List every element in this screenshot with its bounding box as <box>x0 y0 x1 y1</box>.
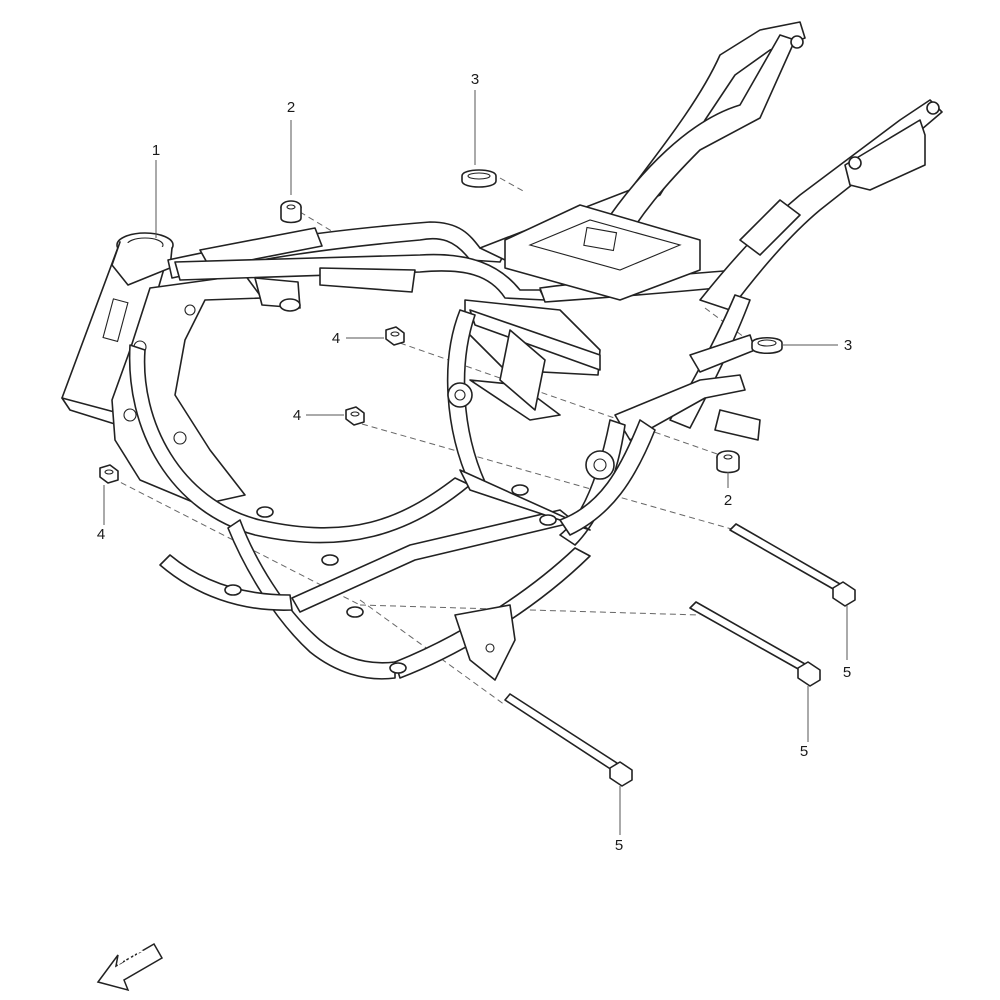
callout-5-bottom: 5 <box>614 837 624 854</box>
callout-2-lower: 2 <box>723 492 733 509</box>
callout-4-left: 4 <box>96 526 106 543</box>
rear-subframe <box>479 21 943 441</box>
callout-4-middle: 4 <box>292 407 302 424</box>
callout-5-right: 5 <box>842 664 852 681</box>
callout-2-upper: 2 <box>286 99 296 116</box>
forward-arrow-icon <box>96 942 164 992</box>
bolt-part-5 <box>504 523 856 787</box>
down-tubes <box>128 309 656 681</box>
callout-5-middle: 5 <box>799 743 809 760</box>
callout-leaders <box>103 90 848 835</box>
callout-1: 1 <box>151 142 161 159</box>
callout-3-upper: 3 <box>470 71 480 88</box>
bushing-part-2 <box>280 200 740 474</box>
callout-3-right: 3 <box>843 337 853 354</box>
grommet-part-3 <box>461 169 783 355</box>
callout-4-upper: 4 <box>331 330 341 347</box>
center-tray <box>464 204 701 421</box>
assembly-lines <box>111 177 753 706</box>
nut-part-4 <box>99 326 405 484</box>
